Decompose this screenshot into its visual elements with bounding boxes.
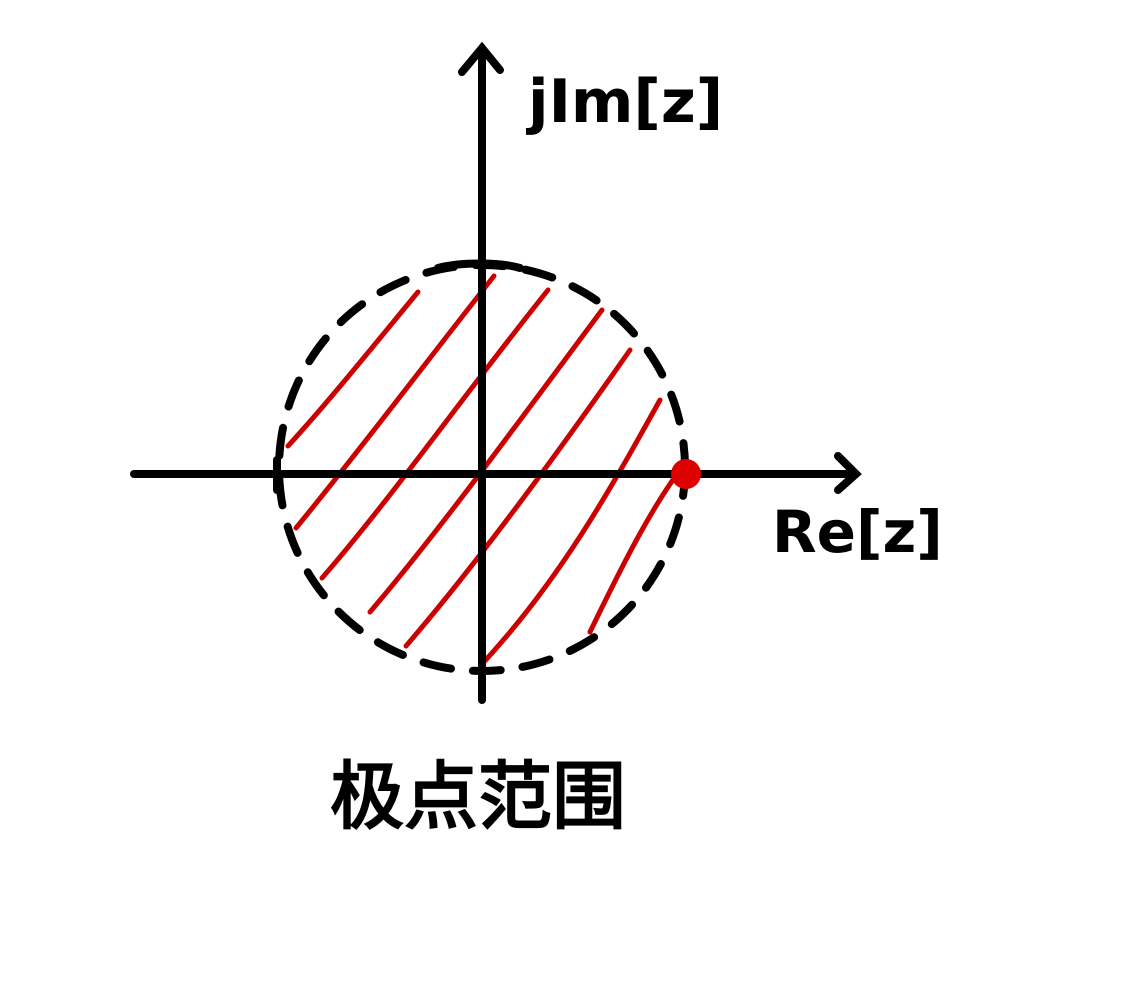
hatch-line bbox=[403, 347, 633, 649]
diagram-caption: 极点范围 bbox=[330, 754, 626, 840]
pole-marker bbox=[671, 459, 701, 489]
hatch-lines bbox=[285, 273, 683, 667]
hatch-line bbox=[293, 273, 497, 531]
real-axis bbox=[130, 452, 862, 494]
hatch-line bbox=[285, 289, 421, 449]
imag-axis-arrowhead bbox=[458, 41, 504, 76]
imag-axis-tick bbox=[434, 259, 524, 272]
hatch-line bbox=[319, 287, 551, 581]
real-axis-label: Re[z] bbox=[772, 498, 943, 566]
real-axis-arrowhead bbox=[834, 452, 862, 494]
hatch-line bbox=[587, 467, 683, 635]
imag-axis-label: jIm[z] bbox=[526, 67, 723, 137]
imag-axis bbox=[434, 41, 524, 704]
hatch-line bbox=[479, 397, 663, 667]
